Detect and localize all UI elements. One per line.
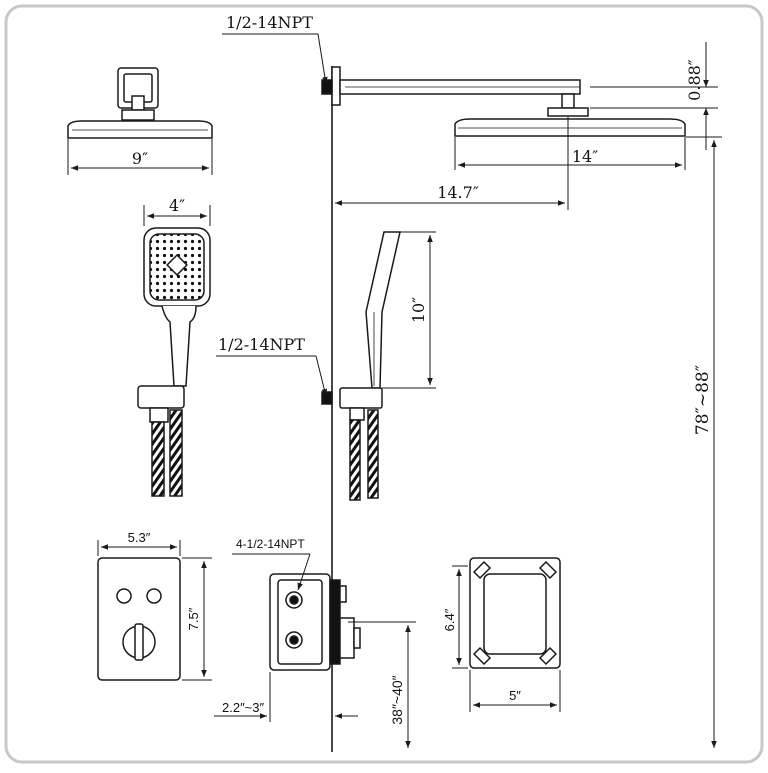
mid-npt-callout: 1/2-14NPT <box>216 335 328 397</box>
large-head-width-label: 14″ <box>572 147 598 166</box>
valve-body-side <box>269 573 361 671</box>
mid-npt-label: 1/2-14NPT <box>218 335 305 354</box>
top-npt-label: 1/2-14NPT <box>226 13 313 32</box>
handheld-length-label: 10″ <box>409 297 428 323</box>
cover-height-dimension: 6.4″ <box>442 565 468 669</box>
install-height-label: 78″~88″ <box>693 365 713 435</box>
plate-height-dimension: 7.5″ <box>182 557 212 681</box>
handheld-length-dimension: 10″ <box>382 231 436 389</box>
large-head-width-dimension: 14″ <box>454 137 686 170</box>
arm-length-label: 14.7″ <box>437 183 479 202</box>
page-frame <box>4 4 764 764</box>
shower-arm-side-view <box>321 66 686 137</box>
small-head-width-dimension: 9″ <box>67 139 213 175</box>
valve-npt-label: 4-1/2-14NPT <box>236 537 305 551</box>
top-npt-callout: 1/2-14NPT <box>222 13 328 85</box>
arm-height-dimension: 0.88″ <box>590 42 718 150</box>
valve-height-dimension: 38″~40″ <box>348 621 416 748</box>
plate-width-dimension: 5.3″ <box>97 530 181 556</box>
arm-height-label: 0.88″ <box>685 59 704 101</box>
install-height-dimension: 78″~88″ <box>686 136 722 748</box>
handheld-width-dimension: 4″ <box>143 196 211 226</box>
small-shower-head-front <box>67 67 213 139</box>
plate-height-label: 7.5″ <box>186 607 201 630</box>
small-head-width-label: 9″ <box>132 149 148 168</box>
plate-width-label: 5.3″ <box>128 530 151 545</box>
valve-depth-label: 2.2″~3″ <box>222 700 264 715</box>
valve-height-label: 38″~40″ <box>389 675 405 724</box>
rough-in-cover-front <box>469 557 561 669</box>
cover-height-label: 6.4″ <box>442 608 457 631</box>
cover-width-label: 5″ <box>509 688 521 703</box>
valve-npt-callout: 4-1/2-14NPT <box>232 537 311 591</box>
valve-depth-dimension: 2.2″~3″ <box>214 672 358 722</box>
handheld-width-label: 4″ <box>169 196 185 215</box>
trim-plate-front <box>97 557 181 681</box>
arm-length-dimension: 14.7″ <box>335 117 569 210</box>
handheld-shower-front <box>137 227 211 497</box>
cover-width-dimension: 5″ <box>469 670 561 712</box>
